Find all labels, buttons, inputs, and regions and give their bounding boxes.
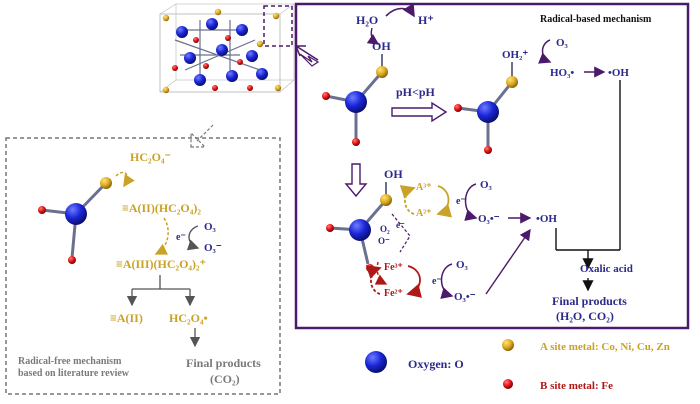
adsorb-arrow <box>115 171 135 188</box>
fe-redox-arrow-2 <box>365 265 382 295</box>
label-fe3plus: Fe³⁺ <box>384 262 403 273</box>
o3-reduction-arrow-left <box>186 225 200 251</box>
a-redox-arrow-1 <box>436 185 453 218</box>
label-o2: O₂ <box>380 224 390 234</box>
fe-link-arrow <box>374 261 388 285</box>
legend-oxygen-label: Oxygen: O <box>408 357 464 371</box>
label-hc2o4-radical: HC₂O₄• <box>169 311 208 325</box>
label-h-plus: H⁺ <box>418 13 434 27</box>
legend-oxygen-icon <box>365 351 387 373</box>
label-complex-2: ≡A(III)(HC₂O₄)₂⁺ <box>116 257 206 271</box>
water-arrow <box>385 3 415 18</box>
label-h2o: H₂O <box>356 13 378 27</box>
legend-b-site-label: B site metal: Fe <box>540 380 613 392</box>
label-complex-1: ≡A(II)(HC₂O₄)₂ <box>122 201 201 215</box>
radical-based-title: Radical-based mechanism <box>540 14 652 25</box>
legend-b-site-icon <box>503 379 513 389</box>
label-e-mid: e⁻ <box>396 220 405 230</box>
radical-based-panel <box>294 2 690 330</box>
label-oh-radical-mid: •OH <box>536 213 557 225</box>
electron-path-dashed <box>391 213 411 253</box>
left-final-co2: (CO₂) <box>210 372 240 386</box>
left-final-products: Final products <box>186 356 261 370</box>
label-o3-radical-left: O₃⁻ <box>204 242 222 254</box>
o3-reduction-arrow-a <box>464 183 478 221</box>
o3-reduction-arrow-fe <box>440 263 454 299</box>
label-oh-1: OH <box>372 39 391 53</box>
zoom-arrow-right <box>295 45 320 67</box>
fe-redox-arrow-1 <box>406 265 422 298</box>
right-final-products: Final products <box>552 294 627 308</box>
label-ph-condition: pH<pH <box>396 85 436 99</box>
label-o3-radical-a: O₃•⁻ <box>478 213 500 225</box>
label-oh2-plus: OH₂⁺ <box>502 49 528 61</box>
label-a3plus: A³⁺ <box>416 182 432 193</box>
label-ho3: HO₃• <box>550 67 574 79</box>
water-adsorb-arrow <box>366 27 380 45</box>
label-e-a: e⁻ <box>456 196 466 207</box>
label-oh-2: OH <box>384 167 403 181</box>
legend-a-site-label: A site metal: Co, Ni, Cu, Zn <box>540 341 670 353</box>
protonation-arrow <box>391 101 448 123</box>
label-o3-a: O₃ <box>480 179 493 191</box>
label-a-ii: ≡A(II) <box>110 311 143 325</box>
radical-free-panel <box>5 137 281 395</box>
electron-transfer-arrow-left <box>154 217 169 255</box>
label-hc2o4: HC₂O₄⁻ <box>130 150 171 164</box>
label-e-left: e⁻ <box>176 232 186 243</box>
label-fe2plus: Fe²⁺ <box>384 288 403 299</box>
label-oh-radical-top: •OH <box>608 67 629 79</box>
radical-free-title-1: Radical-free mechanism <box>18 356 122 367</box>
zoom-arrow-left <box>190 124 214 148</box>
a-redox-arrow-2 <box>399 185 416 215</box>
convergence-lines <box>555 80 621 270</box>
ozone-arrow-top <box>538 39 552 64</box>
surface-site-protonated <box>454 62 518 154</box>
radical-free-title-2: based on literature review <box>18 368 130 379</box>
surface-site-hydroxyl <box>322 54 388 146</box>
label-o3-fe: O₃ <box>456 259 469 271</box>
label-o-minus: O⁻ <box>378 236 390 246</box>
legend: Oxygen: O A site metal: Co, Ni, Cu, Zn B… <box>365 339 670 392</box>
label-o3-top: O₃ <box>556 37 569 49</box>
label-o3-radical-fe: O₃•⁻ <box>454 291 476 303</box>
branch-arrows <box>126 275 201 348</box>
surface-site-left <box>38 177 112 264</box>
label-oxalic-acid: Oxalic acid <box>580 263 633 275</box>
right-final-products-detail: (H₂O, CO₂) <box>556 309 614 323</box>
fe-o3-radical-to-oh-arrow <box>485 228 531 295</box>
label-o3-left: O₃ <box>204 221 217 233</box>
label-e-fe: e⁻ <box>432 276 442 287</box>
label-a2plus: A²⁺ <box>416 208 432 219</box>
perovskite-lattice-icon <box>159 3 295 94</box>
down-arrow-hollow <box>344 163 368 198</box>
legend-a-site-icon <box>502 339 514 351</box>
